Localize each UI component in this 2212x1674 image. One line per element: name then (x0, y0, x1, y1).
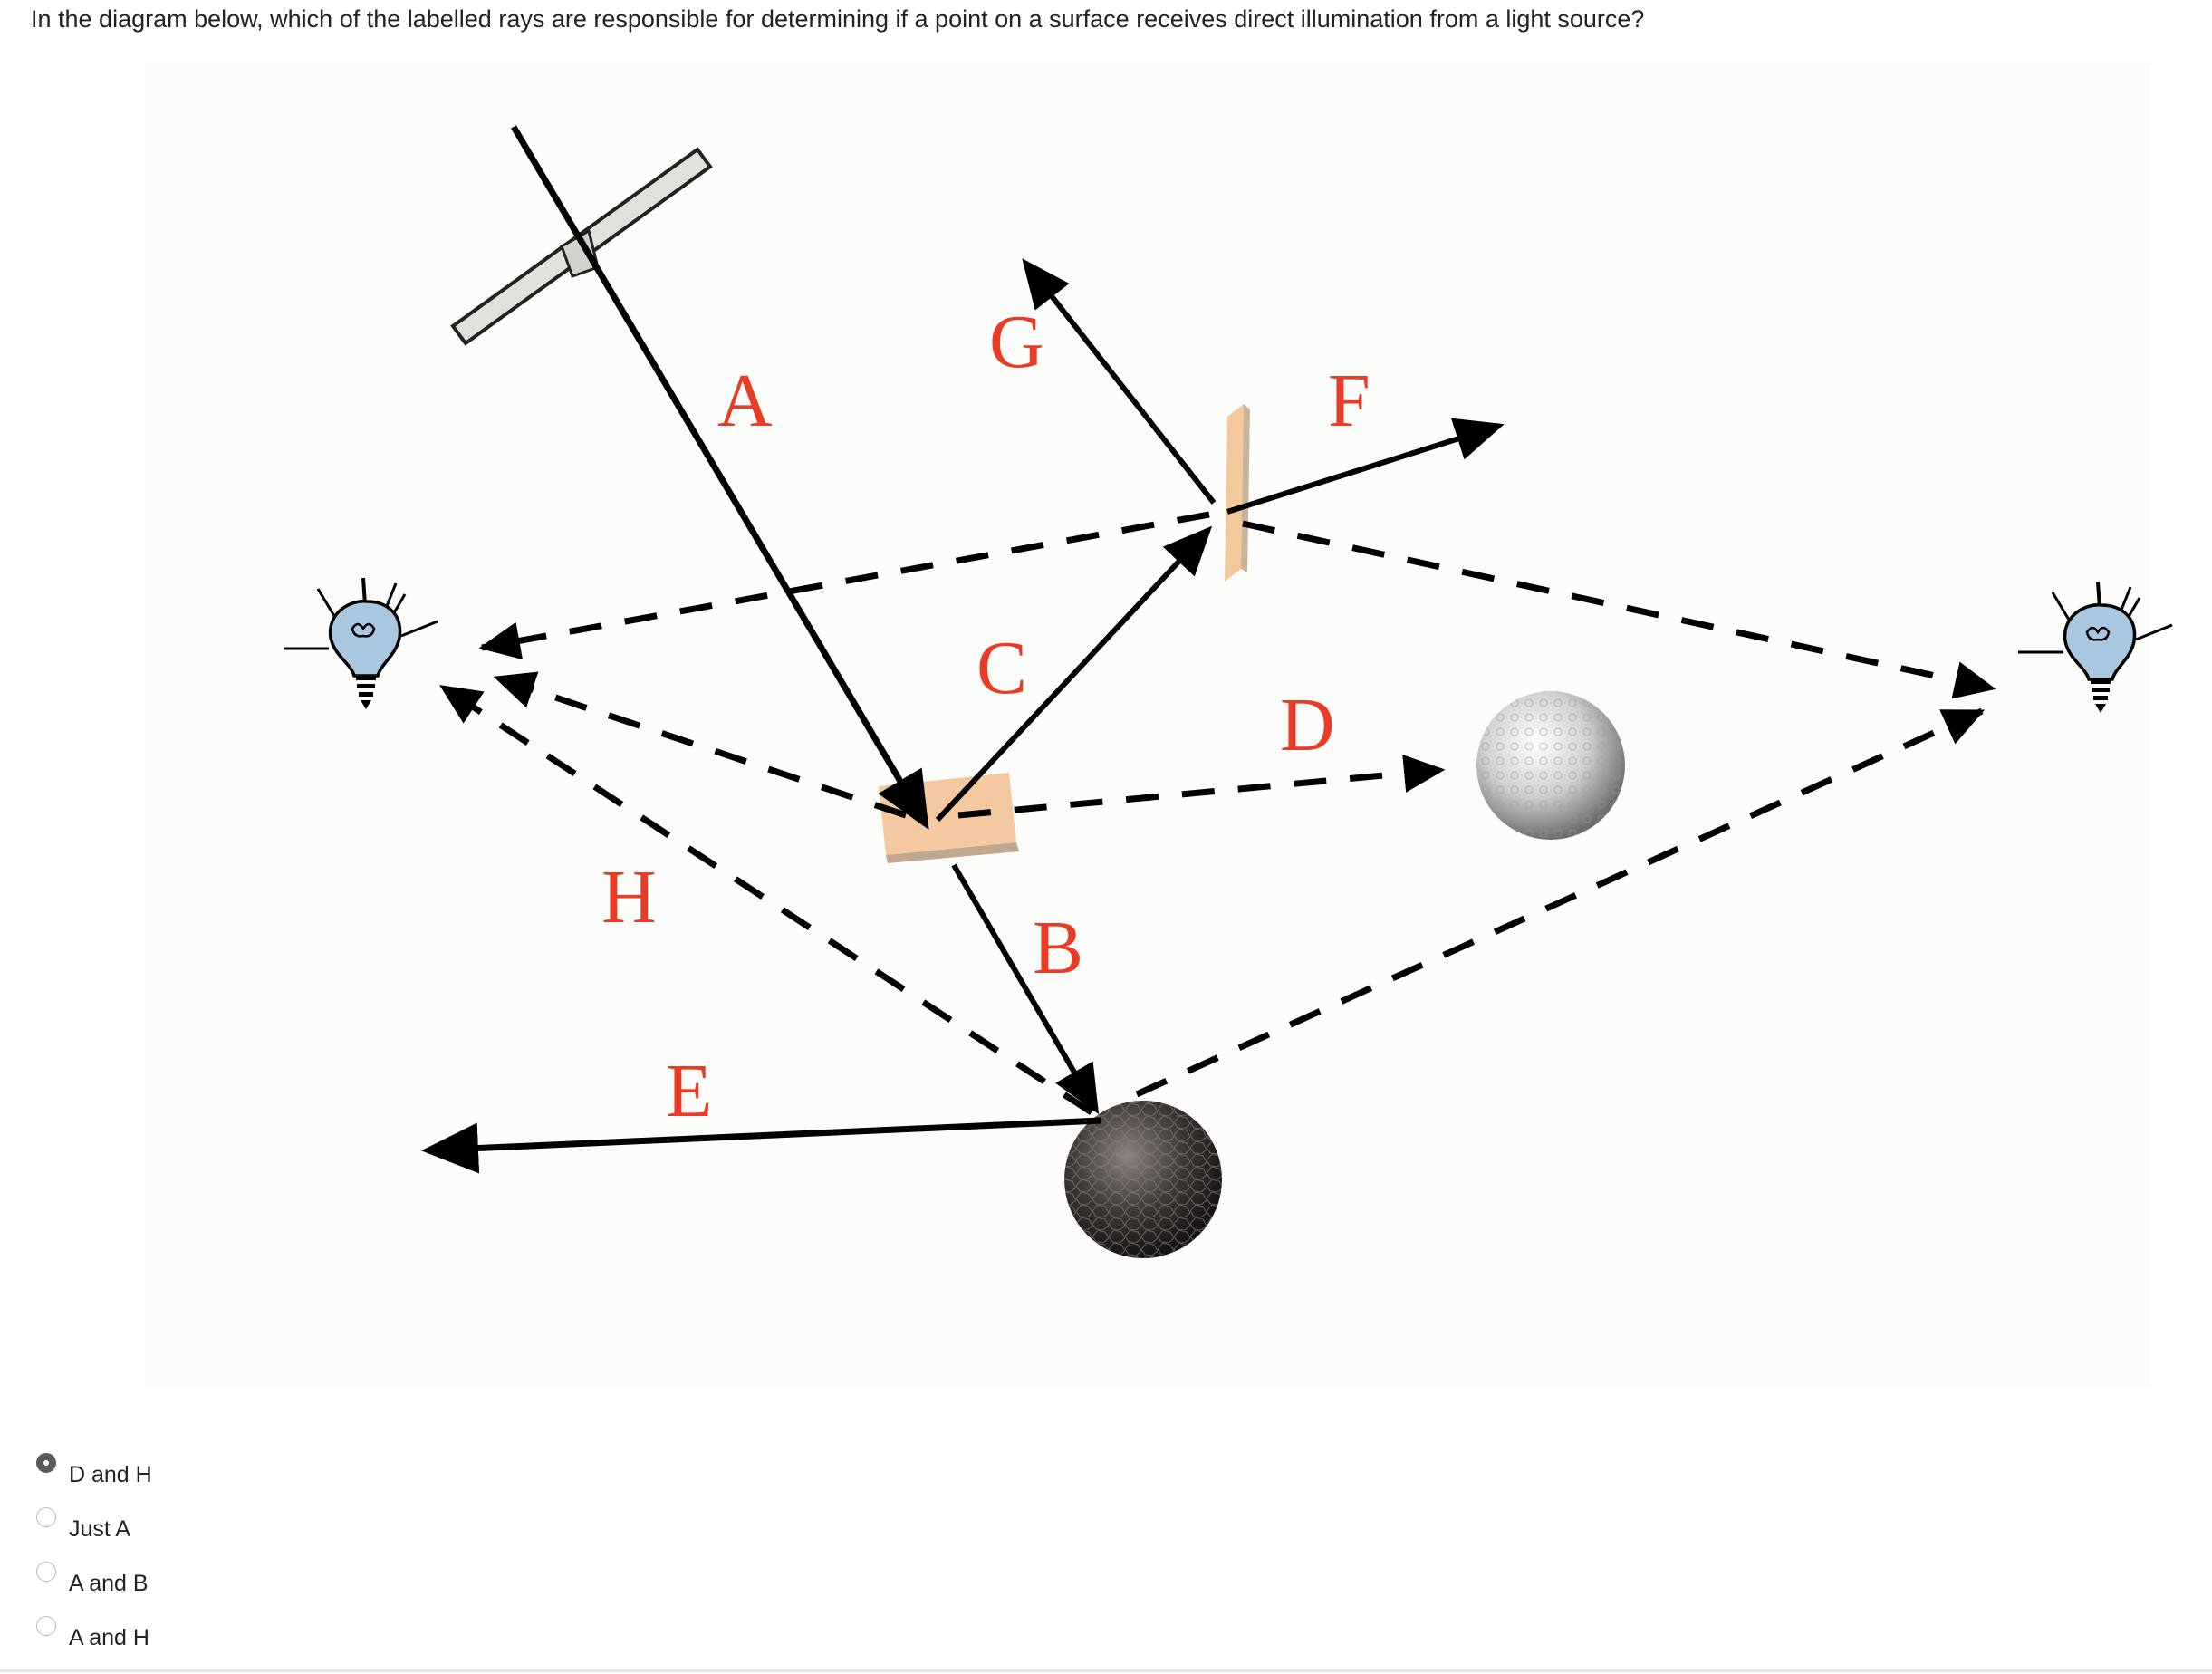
radio-button-selected[interactable] (36, 1453, 56, 1473)
ray-e (421, 1117, 1101, 1174)
ray-label-d: D (1280, 683, 1335, 767)
ray-label-c: C (976, 626, 1027, 710)
radio-button[interactable] (36, 1616, 56, 1636)
question-text: In the diagram below, which of the label… (31, 5, 1645, 33)
rock-sphere (1064, 1101, 1222, 1258)
ray-label-f: F (1328, 359, 1370, 443)
ray-b (951, 863, 1100, 1115)
radio-button[interactable] (36, 1507, 56, 1527)
bottom-divider (0, 1669, 2212, 1672)
ray-f (1226, 418, 1505, 515)
option-label: A and B (69, 1571, 149, 1596)
ray-g (1022, 258, 1217, 505)
ray-label-a: A (717, 359, 773, 443)
ray-d (957, 755, 1446, 819)
ray-a (510, 125, 929, 831)
golf-ball (1476, 691, 1625, 840)
ray-h (439, 684, 1093, 1115)
ray-label-b: B (1033, 906, 1083, 990)
ray-label-e: E (666, 1049, 712, 1133)
option-label: A and H (69, 1625, 149, 1650)
light-bulb-left (284, 577, 438, 709)
wood-panel (1225, 404, 1250, 582)
option-label: D and H (69, 1462, 152, 1487)
ray-c (935, 525, 1213, 823)
shadow-ray-f-to-left-light (478, 511, 1210, 660)
option-label: Just A (69, 1516, 131, 1542)
ray-label-h: H (601, 855, 657, 939)
shadow-ray-block-to-left-light (493, 671, 908, 819)
light-bulb-right (2018, 581, 2173, 713)
radio-button[interactable] (36, 1562, 56, 1582)
ray-label-g: G (989, 300, 1044, 384)
shadow-ray-rock-to-right-light (1135, 707, 1986, 1098)
shadow-ray-f-to-right-light (1242, 520, 1996, 699)
